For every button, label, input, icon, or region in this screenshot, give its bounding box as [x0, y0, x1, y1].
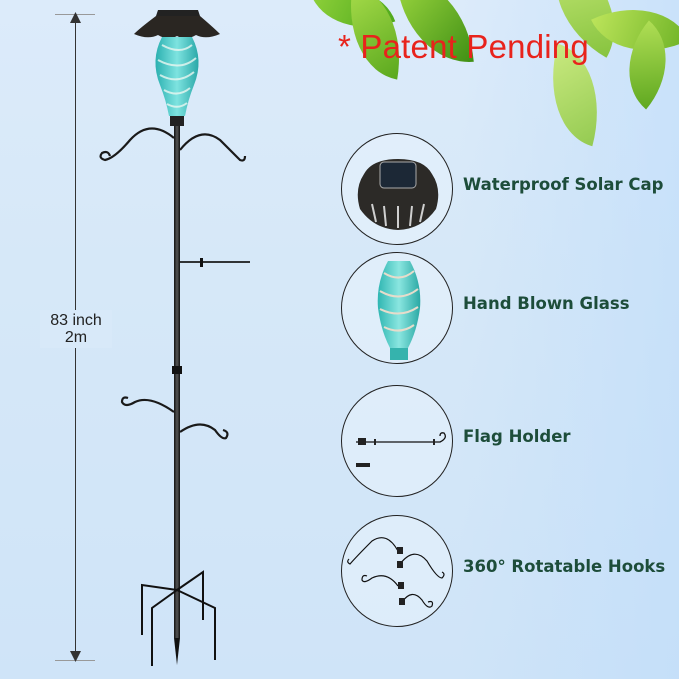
patent-pending-text: * Patent Pending	[338, 28, 589, 65]
solar-cap-icon	[134, 10, 220, 39]
feature-label: 360° Rotatable Hooks	[463, 557, 666, 576]
glass-globe-icon	[341, 252, 453, 364]
solar-cap-icon	[341, 133, 453, 245]
rotatable-hooks-icon	[341, 515, 453, 627]
feature-label: Flag Holder	[463, 427, 571, 446]
height-label: 83 inch 2m	[40, 310, 112, 348]
height-meters: 2m	[64, 329, 88, 346]
shepherd-hook-product	[99, 10, 250, 666]
feature-label: Hand Blown Glass	[463, 294, 630, 313]
flag-holder-icon	[341, 385, 453, 497]
arrow-down-icon	[70, 651, 81, 662]
feature-flag-holder: Flag Holder	[341, 385, 679, 497]
height-inches: 83 inch	[50, 312, 102, 329]
feature-hand-blown-glass: Hand Blown Glass	[341, 252, 679, 364]
feature-solar-cap: Waterproof Solar Cap	[341, 133, 679, 245]
feature-rotatable-hooks: 360° Rotatable Hooks	[341, 515, 679, 627]
arrow-up-icon	[70, 12, 81, 23]
feature-label: Waterproof Solar Cap	[463, 175, 664, 194]
